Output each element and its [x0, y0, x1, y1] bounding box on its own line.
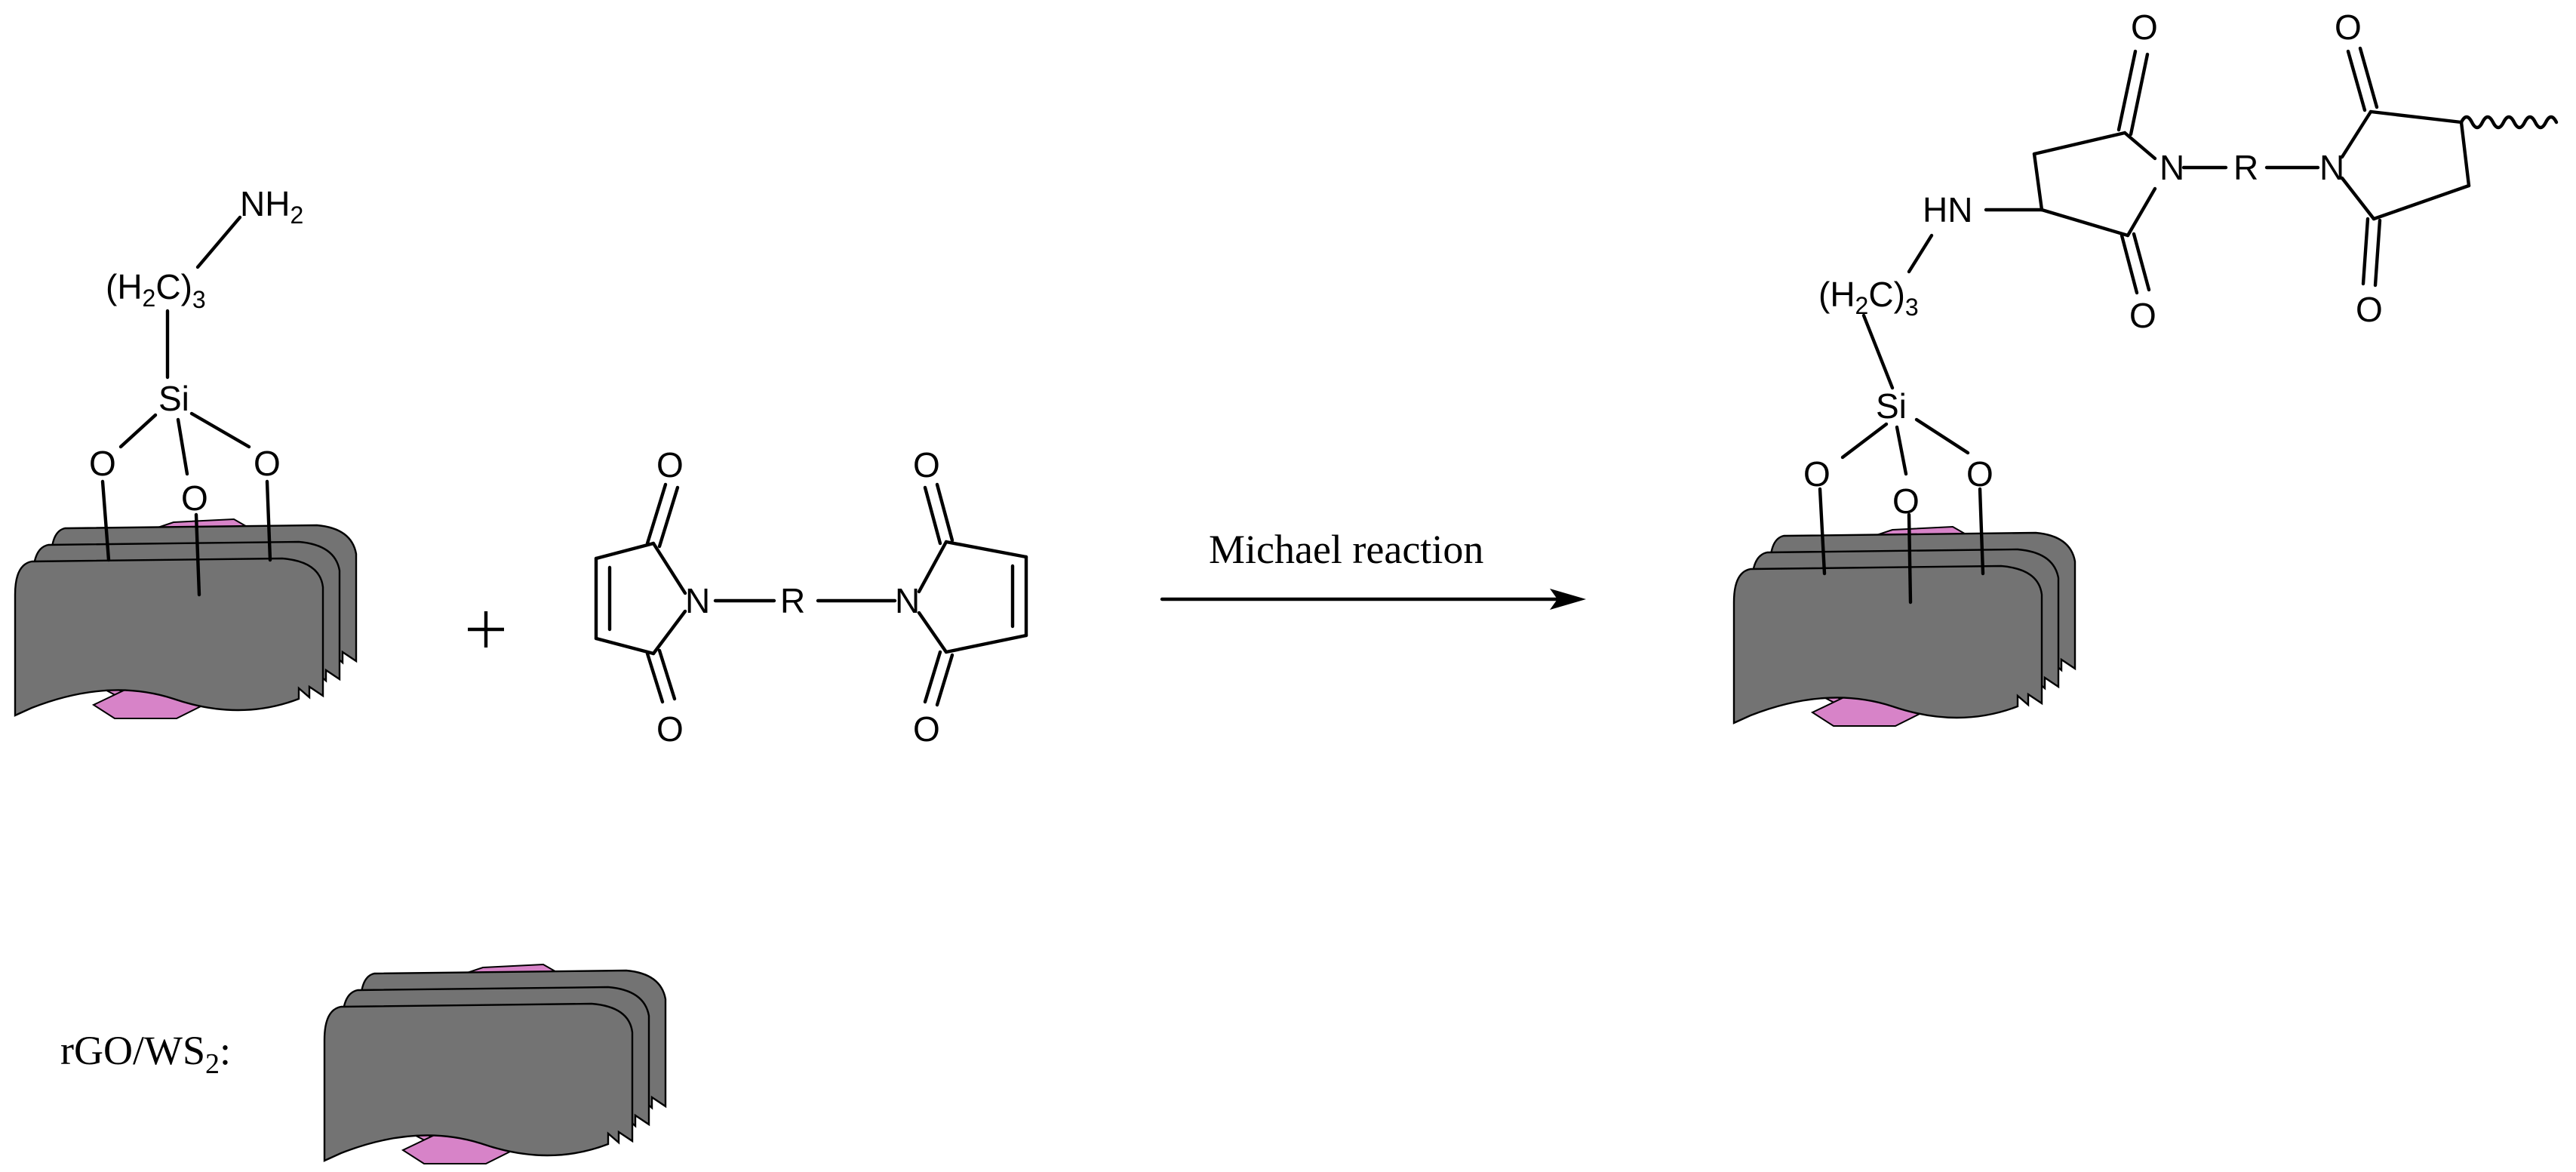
bond-o-surface-left: [100, 479, 111, 562]
svg-text:(H2C)3: (H2C)3: [106, 267, 206, 313]
legend: rGO/WS2:: [60, 963, 667, 1164]
hn-label: HN: [1923, 190, 1972, 229]
nitrogen-label: N: [2159, 148, 2184, 187]
oxygen-label: O: [2129, 296, 2156, 335]
oxygen-label-mid: O: [181, 478, 208, 518]
rgo-ws2-sheet-stack-product: [1732, 525, 2076, 727]
oxygen-label-left: O: [89, 444, 116, 483]
arrow-label: Michael reaction: [1209, 527, 1483, 572]
propyl-count: 3: [192, 286, 206, 313]
oxygen-label: O: [1803, 454, 1831, 494]
amine-label: NH: [240, 184, 290, 223]
legend-label: rGO/WS: [60, 1028, 205, 1073]
propyl-open: (H: [106, 267, 143, 306]
r-group-label: R: [780, 581, 805, 620]
oxygen-label-right: O: [254, 444, 281, 483]
svg-text:(H2C)3: (H2C)3: [1818, 275, 1919, 321]
amine-subscript: 2: [290, 201, 303, 229]
svg-text:rGO/WS2:: rGO/WS2:: [60, 1028, 231, 1080]
r-group-label: R: [2233, 148, 2258, 187]
oxygen-label: O: [2335, 8, 2362, 47]
nitrogen-label: N: [2319, 148, 2344, 187]
oxygen-label: O: [913, 709, 940, 749]
rgo-ws2-sheet-stack-legend: [323, 963, 667, 1164]
oxygen-label: O: [2356, 290, 2383, 329]
bismaleimide: O O N R N O O: [594, 445, 1028, 749]
oxygen-label: O: [913, 445, 940, 484]
bond-o-surface-mid: [194, 512, 201, 597]
oxygen-label: O: [1892, 481, 1920, 521]
oxygen-label: O: [656, 709, 684, 749]
legend-subscript: 2: [205, 1048, 220, 1080]
rgo-ws2-sheet-stack-left: [14, 518, 358, 719]
bond-o-surface-right: [265, 479, 272, 562]
silicon-label: Si: [1876, 386, 1907, 426]
functionalized-rgo-ws2: NH2 (H2C)3 Si O O O: [14, 184, 358, 719]
reaction-arrow: Michael reaction: [1160, 527, 1586, 610]
svg-text:NH2: NH2: [240, 184, 303, 229]
oxygen-label: O: [2131, 8, 2158, 47]
silicon-label: Si: [158, 379, 189, 418]
oxygen-label: O: [1966, 454, 1993, 494]
bond-si-o-left: [118, 413, 158, 449]
oxygen-label: O: [656, 445, 684, 484]
plus-sign: [468, 611, 504, 648]
bond-si-o-mid: [176, 417, 189, 476]
nitrogen-label: N: [895, 581, 920, 620]
bond-nh2-ch2: [195, 215, 242, 269]
nitrogen-label: N: [685, 581, 710, 620]
product-structure: O O O O N R N HN (H2C)3 Si O O O: [1732, 8, 2559, 727]
bond-si-o-right: [189, 411, 251, 449]
